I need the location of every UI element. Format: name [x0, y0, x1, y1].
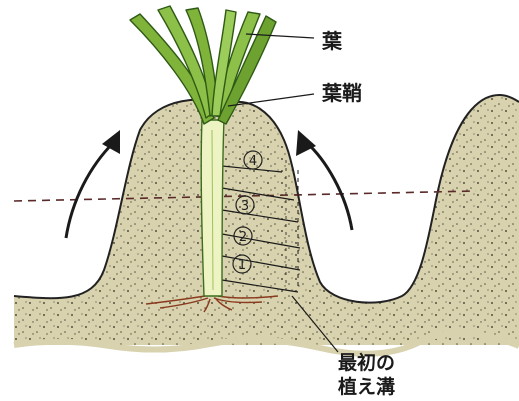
right-mounding-arrow — [296, 130, 352, 230]
stage-label-2: 2 — [239, 230, 247, 245]
initial-trench-label-line1: 最初の — [338, 351, 395, 374]
leek-stem — [201, 120, 224, 296]
leaf-sheath-label: 葉鞘 — [321, 81, 362, 105]
stage-label-4: 4 — [249, 154, 257, 169]
initial-trench-label-line2: 植え溝 — [338, 375, 395, 398]
stage-label-3: 3 — [241, 199, 249, 214]
leaf-label: 葉 — [321, 29, 343, 53]
left-mounding-arrow — [66, 130, 120, 238]
stage-label-1: 1 — [238, 258, 246, 273]
soil — [14, 95, 519, 354]
